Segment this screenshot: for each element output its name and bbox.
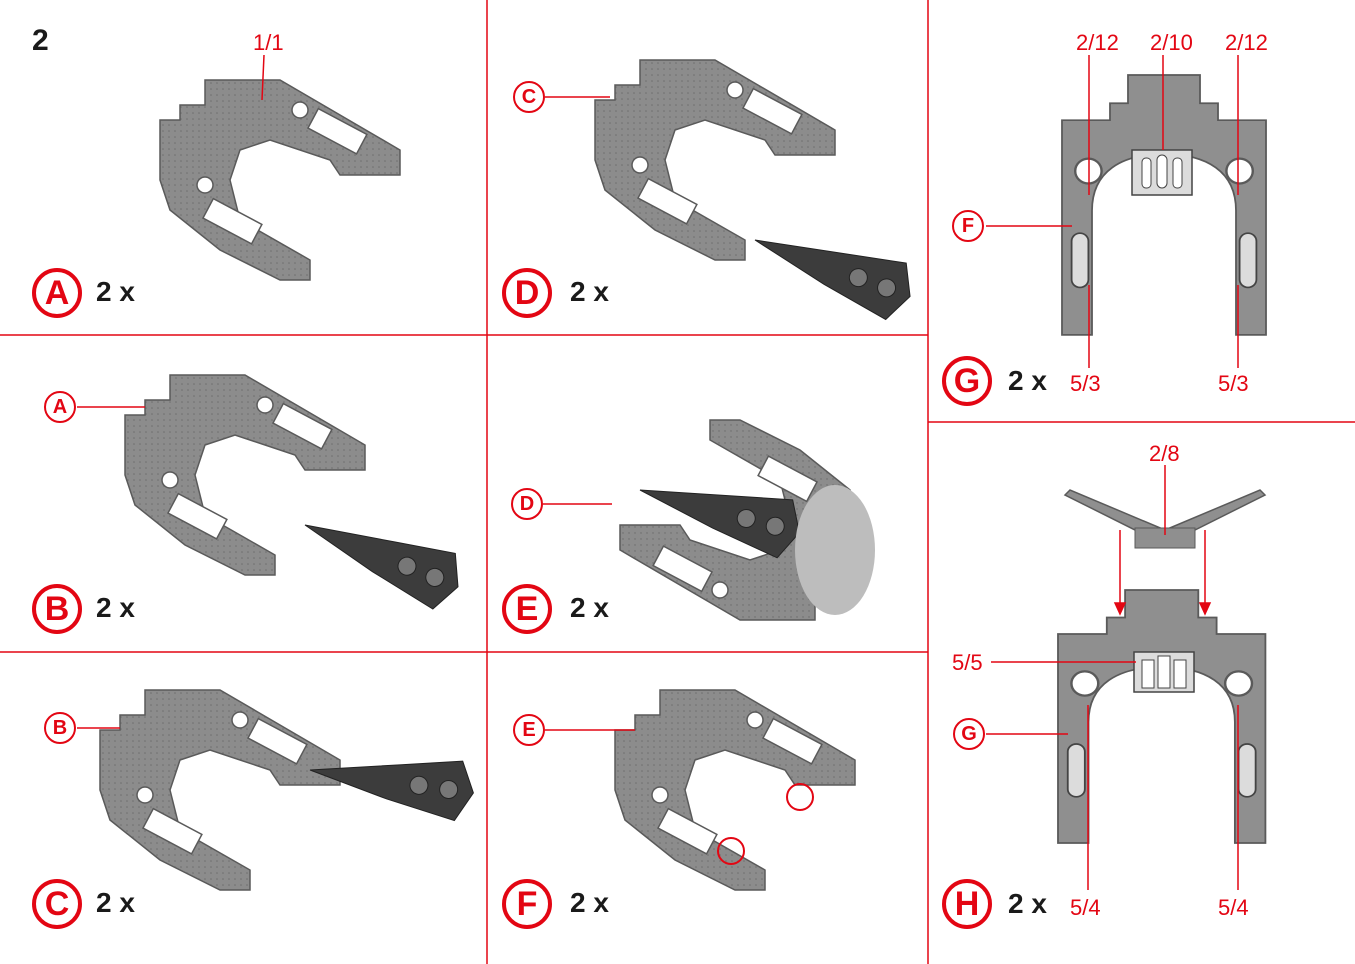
part-ref-label: 1/1 [253, 30, 284, 56]
hand-illustration [795, 485, 875, 615]
callout-badge: E [513, 714, 545, 746]
quantity-label: 2 x [570, 276, 609, 308]
quantity-label: 2 x [96, 887, 135, 919]
part-ref-label: 5/4 [1218, 895, 1249, 921]
quantity-label: 2 x [570, 592, 609, 624]
cutter-tool-d [745, 212, 921, 325]
plate-illustration-b [125, 375, 365, 575]
part-ref-label: 2/12 [1076, 30, 1119, 56]
quantity-label: 2 x [1008, 888, 1047, 920]
part-ref-label: 5/3 [1218, 371, 1249, 397]
arched-window-2-10 [1132, 150, 1192, 195]
step-number: 2 [32, 24, 49, 58]
plate-illustration-d [595, 60, 835, 260]
step-badge-e: E [502, 584, 552, 634]
part-ref-label: 2/8 [1149, 441, 1180, 467]
step-badge-c: C [32, 879, 82, 929]
quantity-label: 2 x [96, 276, 135, 308]
arched-window-5-5 [1134, 652, 1194, 692]
step-badge-g: G [942, 356, 992, 406]
highlight-circle [787, 784, 813, 810]
part-ref-label: 2/12 [1225, 30, 1268, 56]
callout-badge: B [44, 712, 76, 744]
callout-badge: F [952, 210, 984, 242]
part-ref-label: 5/3 [1070, 371, 1101, 397]
step-badge-d: D [502, 268, 552, 318]
end-wall-illustration-g [1062, 75, 1266, 335]
quantity-label: 2 x [1008, 365, 1047, 397]
step-badge-b: B [32, 584, 82, 634]
end-wall-illustration-h [1058, 590, 1265, 843]
plate-illustration-c [100, 690, 340, 890]
callout-badge: G [953, 718, 985, 750]
step-badge-h: H [942, 879, 992, 929]
step-badge-a: A [32, 268, 82, 318]
callout-badge: D [511, 488, 543, 520]
part-ref-label: 2/10 [1150, 30, 1193, 56]
callout-badge: A [44, 391, 76, 423]
quantity-label: 2 x [570, 887, 609, 919]
plate-illustration-f [615, 690, 855, 890]
quantity-label: 2 x [96, 592, 135, 624]
step-badge-f: F [502, 879, 552, 929]
callout-badge: C [513, 81, 545, 113]
plate-illustration-a [160, 80, 400, 280]
part-ref-label: 5/4 [1070, 895, 1101, 921]
cutter-tool-b [294, 497, 469, 614]
part-ref-label: 5/5 [952, 650, 983, 676]
